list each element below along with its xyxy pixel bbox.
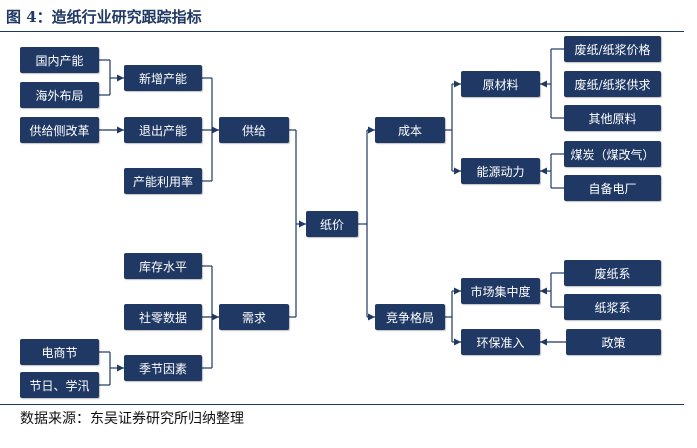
node-zhengce: 政策 — [566, 329, 661, 355]
node-guonei-channeng: 国内产能 — [20, 47, 99, 73]
node-gongji: 供给 — [219, 117, 289, 143]
node-haiwai-buju: 海外布局 — [20, 82, 99, 108]
node-label: 废纸系 — [594, 266, 631, 281]
node-label: 供给侧改革 — [29, 123, 90, 138]
figure-title: 图 4：造纸行业研究跟踪指标 — [6, 8, 202, 26]
node-label: 海外布局 — [35, 88, 84, 103]
bottom-rule — [0, 404, 684, 405]
node-label: 节日、学汛 — [29, 378, 90, 393]
node-jijie-yinsu: 季节因素 — [124, 355, 202, 381]
node-chengben: 成本 — [375, 117, 445, 143]
node-label: 纸价 — [319, 217, 344, 232]
node-label: 供给 — [241, 123, 266, 138]
node-label: 退出产能 — [138, 123, 187, 138]
node-shichang-jizhongdu: 市场集中度 — [461, 278, 540, 304]
node-feizhi-xi: 废纸系 — [564, 260, 661, 286]
node-label: 自备电厂 — [588, 181, 637, 196]
node-xinzeng-channeng: 新增产能 — [124, 65, 202, 91]
node-label: 电商节 — [41, 345, 78, 360]
node-zhijia: 纸价 — [306, 211, 358, 237]
node-label: 需求 — [241, 310, 266, 325]
node-label: 社零数据 — [138, 310, 187, 325]
node-jingzheng-geju: 竞争格局 — [375, 304, 445, 330]
node-feizhi-gongqiu: 废纸/纸浆供求 — [564, 71, 661, 97]
node-label: 废纸/纸浆价格 — [574, 42, 651, 57]
node-label: 市场集中度 — [470, 284, 531, 299]
node-label: 季节因素 — [138, 361, 187, 376]
node-label: 成本 — [397, 123, 422, 138]
node-label: 国内产能 — [35, 53, 84, 68]
node-zibei-dianchang: 自备电厂 — [564, 175, 661, 201]
source-note: 数据来源：东吴证券研究所归纳整理 — [20, 411, 244, 427]
node-label: 库存水平 — [138, 259, 187, 274]
node-jieri-xuexun: 节日、学汛 — [20, 372, 99, 398]
node-label: 废纸/纸浆供求 — [574, 77, 651, 92]
node-label: 原材料 — [482, 77, 519, 92]
node-qita-yuanliao: 其他原料 — [564, 105, 661, 131]
node-nengyuan-dongli: 能源动力 — [461, 158, 540, 184]
node-zhijiang-xi: 纸浆系 — [564, 294, 661, 320]
node-label: 纸浆系 — [594, 300, 631, 315]
node-label: 煤炭（煤改气） — [570, 147, 655, 162]
node-gongji-gaige: 供给侧改革 — [20, 117, 99, 143]
node-huanbao-zhunru: 环保准入 — [461, 329, 540, 355]
node-tuichu-channeng: 退出产能 — [124, 117, 202, 143]
node-shelingshuju: 社零数据 — [124, 304, 202, 330]
node-label: 政策 — [601, 335, 626, 350]
node-yuancailiao: 原材料 — [461, 71, 540, 97]
node-label: 能源动力 — [476, 164, 525, 179]
node-dianshang-jie: 电商节 — [20, 339, 99, 365]
node-label: 竞争格局 — [385, 310, 434, 325]
node-label: 新增产能 — [138, 71, 187, 86]
node-kucun-shuiping: 库存水平 — [124, 253, 202, 279]
node-xuqiu: 需求 — [219, 304, 289, 330]
node-feizhi-jiage: 废纸/纸浆价格 — [564, 36, 661, 62]
top-rule — [0, 31, 684, 32]
node-label: 其他原料 — [588, 111, 637, 126]
node-label: 环保准入 — [476, 335, 525, 350]
node-channeng-liyonglv: 产能利用率 — [124, 168, 202, 194]
node-meitan: 煤炭（煤改气） — [564, 141, 661, 167]
node-label: 产能利用率 — [132, 174, 193, 189]
